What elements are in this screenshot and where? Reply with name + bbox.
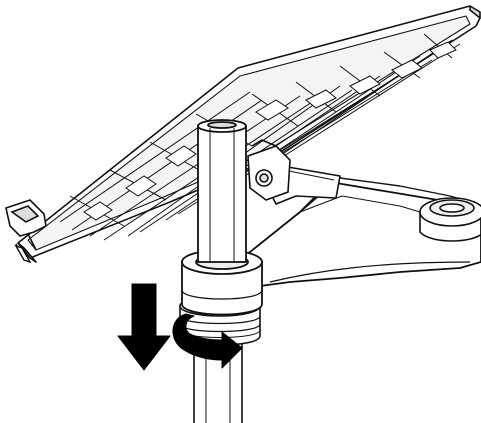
plate-clamp	[5, 199, 47, 259]
rotate-clockwise-icon	[172, 313, 243, 369]
plate-edge-tab	[14, 244, 32, 264]
upper-pole	[197, 119, 247, 263]
plate-slots	[83, 41, 457, 221]
tilt-joint	[247, 139, 291, 201]
arrow-down-icon	[117, 283, 171, 371]
arm-end-boss	[419, 197, 481, 242]
